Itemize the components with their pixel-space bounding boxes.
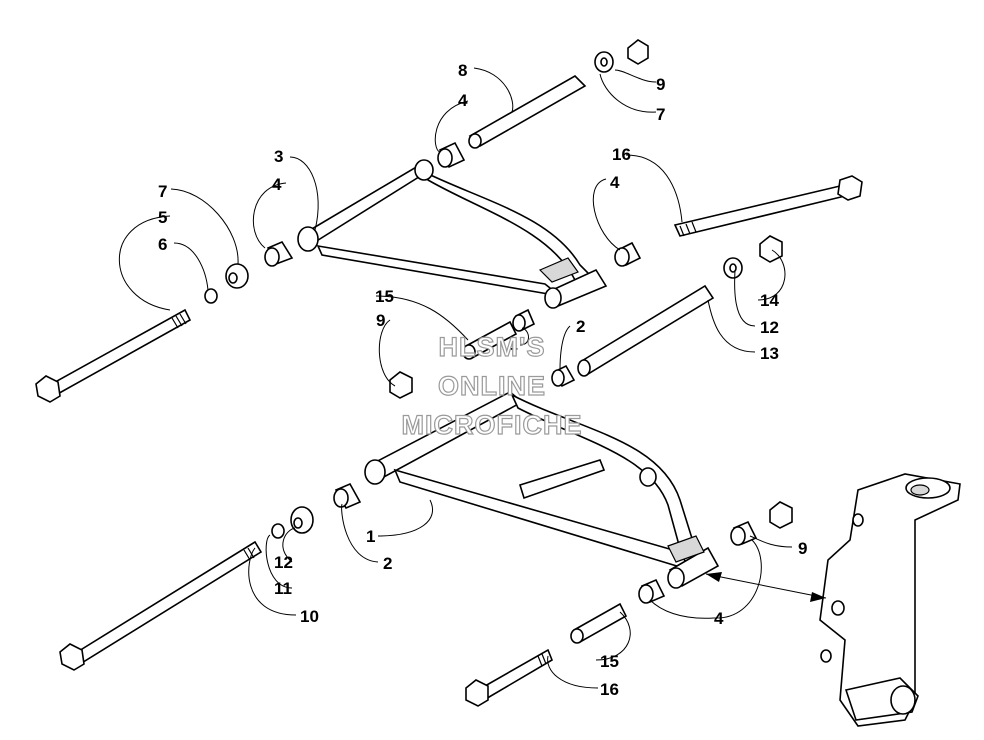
- watermark-line-2: ONLINE: [438, 371, 546, 401]
- nut-lower-right: [769, 501, 793, 529]
- callout-15: 15: [375, 287, 394, 306]
- lower-shaft: [577, 284, 715, 377]
- nut-top: [627, 39, 649, 65]
- bushing-upper-b: [264, 240, 294, 267]
- spacer-upper-left: [204, 288, 218, 304]
- bushing-upper-c: [614, 241, 642, 267]
- lower-long-bolt: [59, 540, 263, 671]
- callout-3: 3: [274, 147, 283, 166]
- lower-a-arm: [364, 391, 720, 589]
- callout-13: 13: [760, 344, 779, 363]
- bushing-mid-b: [512, 308, 536, 332]
- watermark: HLSM'S ONLINE MICROFICHE: [401, 331, 583, 440]
- callout-7: 7: [158, 182, 167, 201]
- nut-right-upper: [759, 235, 783, 263]
- mid-shaft: [462, 320, 518, 360]
- spacer-lower-left: [271, 523, 285, 539]
- washer-top: [594, 51, 614, 73]
- washer-right-upper: [723, 257, 743, 279]
- callout-9: 9: [376, 311, 385, 330]
- callout-6: 6: [158, 235, 167, 254]
- lower-bolt: [465, 648, 553, 707]
- watermark-line-1: HLSM'S: [439, 332, 546, 362]
- callout-4: 4: [610, 173, 620, 192]
- callout-12: 12: [274, 553, 293, 572]
- upper-a-arm: [297, 159, 608, 309]
- callout-labels: 8 4 9 7 3 4 16 4 7 5 6 14 15 12 9 4 2 13…: [158, 61, 807, 699]
- steering-knuckle: [819, 473, 961, 727]
- callout-15: 15: [600, 652, 619, 671]
- callout-10: 10: [300, 607, 319, 626]
- callout-14: 14: [760, 291, 779, 310]
- callout-2: 2: [576, 317, 585, 336]
- callout-9: 9: [798, 539, 807, 558]
- callout-4: 4: [714, 609, 724, 628]
- bushing-lower-b: [730, 520, 758, 546]
- upper-long-bolt: [35, 308, 192, 403]
- callout-16: 16: [600, 680, 619, 699]
- leader-lines: [118, 67, 793, 689]
- lower-mid-shaft: [570, 602, 628, 644]
- nut-mid: [389, 371, 413, 399]
- callout-11: 11: [274, 579, 292, 598]
- callout-4: 4: [272, 175, 282, 194]
- washer-upper-left: [225, 263, 249, 289]
- callout-12: 12: [760, 318, 779, 337]
- bushing-mid-a: [551, 364, 576, 388]
- callout-9: 9: [656, 75, 665, 94]
- upper-shaft: [468, 75, 587, 149]
- callout-4: 4: [508, 337, 518, 356]
- callout-4: 4: [458, 91, 468, 110]
- callout-16: 16: [612, 145, 631, 164]
- upper-right-bolt: [673, 175, 863, 237]
- callout-7: 7: [656, 105, 665, 124]
- mounting-arrow: [705, 572, 827, 602]
- bushing-lower-a: [333, 482, 362, 510]
- watermark-line-3: MICROFICHE: [402, 410, 583, 440]
- callout-2: 2: [383, 554, 392, 573]
- callout-5: 5: [158, 208, 167, 227]
- bushing-lower-c: [638, 578, 666, 604]
- callout-8: 8: [458, 61, 467, 80]
- callout-1: 1: [366, 527, 375, 546]
- bushing-upper-a: [437, 141, 466, 169]
- washer-lower-left: [290, 506, 314, 534]
